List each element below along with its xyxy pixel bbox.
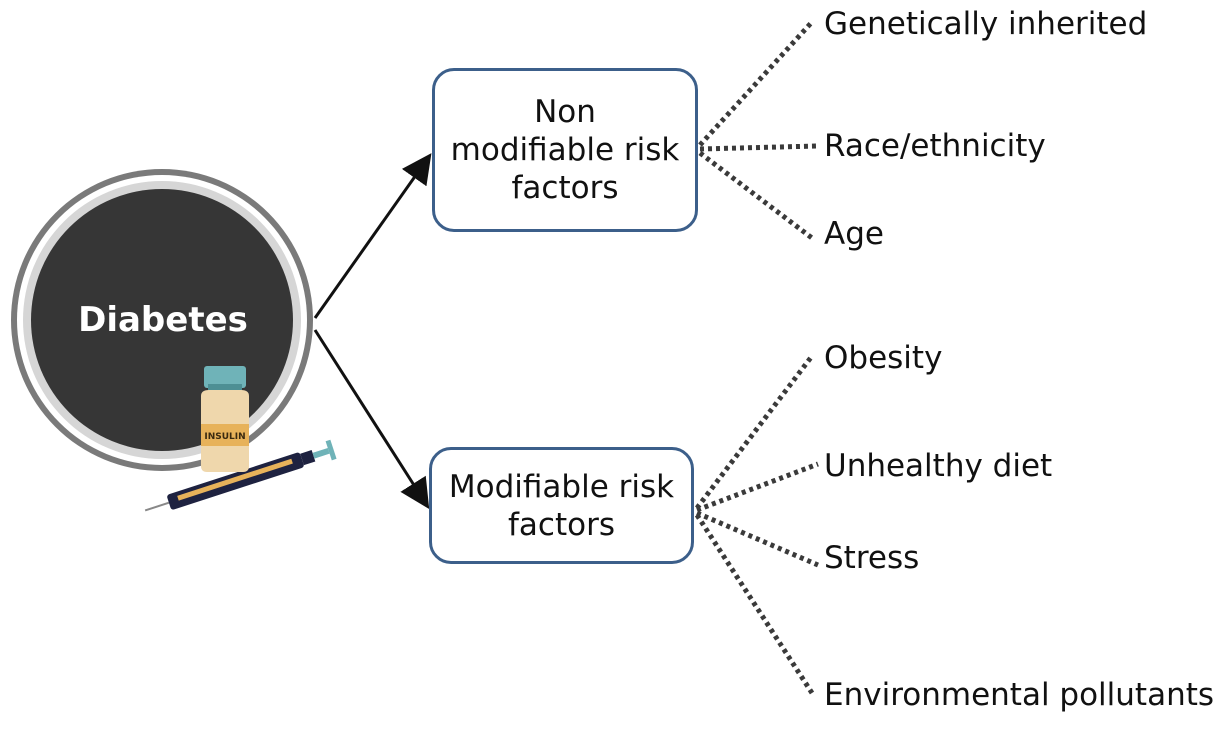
insulin-syringe-icon: INSULIN: [144, 366, 337, 512]
factor-obesity: Obesity: [824, 340, 943, 376]
modifiable-risk-factors-box: Modifiable risk factors: [429, 447, 694, 564]
connector-environmental-pollutants: [694, 513, 815, 695]
connector-unhealthy-diet: [696, 461, 819, 513]
center-label: Diabetes: [78, 300, 248, 340]
connector-race-ethnicity: [699, 143, 819, 152]
factor-age: Age: [824, 216, 884, 252]
connector-age: [698, 151, 814, 240]
factor-stress: Stress: [824, 540, 920, 576]
factor-unhealthy-diet: Unhealthy diet: [824, 448, 1053, 484]
nonmodifiable-risk-factors-box: Non modifiable risk factors: [432, 68, 698, 232]
connector-stress: [696, 510, 819, 568]
connector-obesity: [695, 354, 814, 510]
arrow-to-nonmodifiable: [313, 153, 432, 319]
insulin-vial-label: INSULIN: [204, 432, 245, 442]
arrow-to-modifiable: [313, 329, 430, 510]
factor-environmental-pollutants: Environmental pollutants: [824, 677, 1215, 713]
connector-genetically-inherited: [698, 20, 814, 147]
factor-race-ethnicity: Race/ethnicity: [824, 128, 1046, 164]
factor-genetically-inherited: Genetically inherited: [824, 6, 1148, 42]
